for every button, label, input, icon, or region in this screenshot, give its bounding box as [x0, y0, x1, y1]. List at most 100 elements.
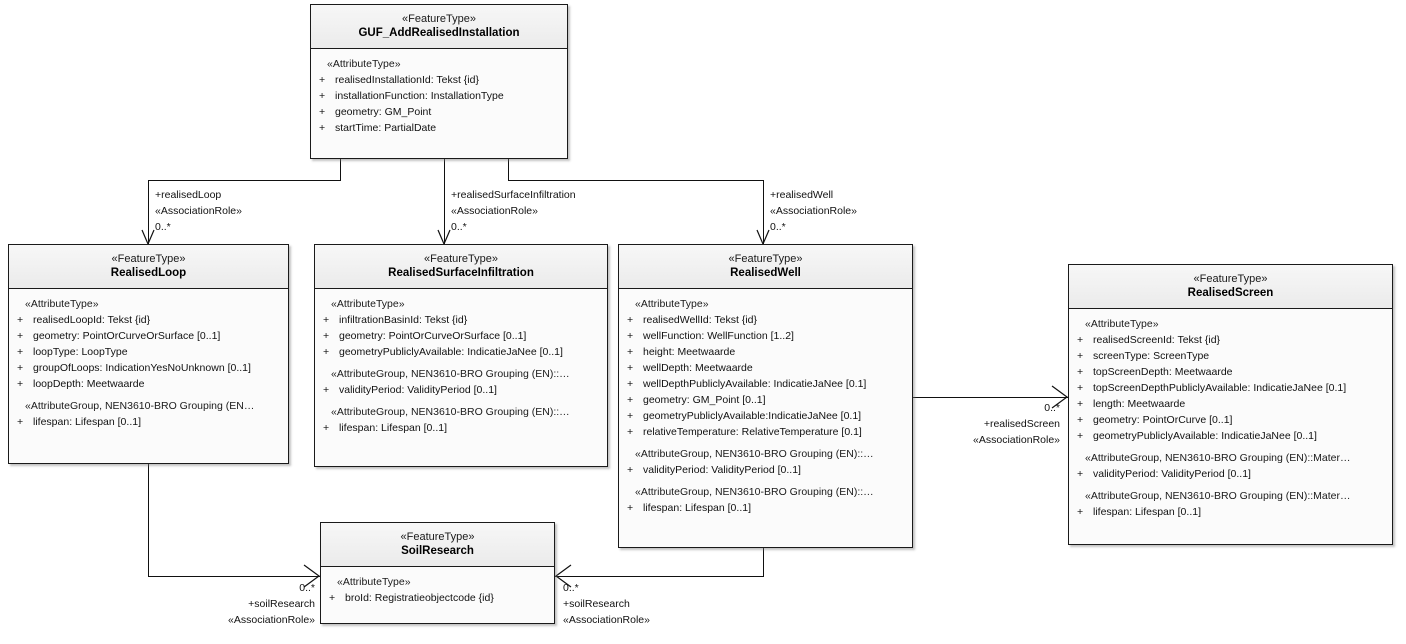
attribute-text: realisedLoopId: Tekst {id} [33, 314, 151, 326]
attribute-row: + length: Meetwaarde [1073, 396, 1388, 412]
visibility-marker: + [1077, 334, 1084, 346]
association-multiplicity-realised-surface-infiltration: 0..* [451, 221, 467, 233]
association-multiplicity-soil-research-well: 0..* [563, 582, 579, 594]
attribute-row: + validityPeriod: ValidityPeriod [0..1] [319, 382, 603, 398]
connector-well-soil-horizontal [555, 576, 764, 577]
attribute-row: + topScreenDepthPubliclyAvailable: Indic… [1073, 380, 1388, 396]
attribute-row: + geometryPubliclyAvailable:IndicatieJaN… [623, 408, 908, 424]
attribute-text: relativeTemperature: RelativeTemperature… [643, 426, 862, 438]
connector-guf-loop-horizontal [148, 180, 341, 181]
association-role-realised-screen: +realisedScreen [983, 418, 1060, 430]
attribute-row: + geometry: PointOrCurveOrSurface [0..1] [319, 328, 603, 344]
attribute-row: + lifespan: Lifespan [0..1] [623, 500, 908, 516]
connector-guf-well-horizontal [508, 180, 764, 181]
class-name-realised-surface-infiltration: RealisedSurfaceInfiltration [388, 267, 534, 279]
class-header-guf: «FeatureType» GUF_AddRealisedInstallatio… [311, 5, 567, 49]
visibility-marker: + [319, 106, 326, 118]
connector-well-screen-horizontal [913, 397, 1068, 398]
attribute-row: + wellDepthPubliclyAvailable: IndicatieJ… [623, 376, 908, 392]
attribute-text: wellDepthPubliclyAvailable: IndicatieJaN… [643, 378, 867, 390]
association-label-realised-well: +realisedWell «AssociationRole» 0..* [770, 187, 857, 235]
compartment-label: «AttributeType» [337, 576, 411, 588]
compartment-label: «AttributeGroup, NEN3610-BRO Grouping (E… [331, 406, 570, 418]
connector-loop-soil-horizontal [148, 576, 320, 577]
attribute-text: broId: Registratieobjectcode {id} [345, 592, 494, 604]
attribute-text: loopDepth: Meetwaarde [33, 378, 145, 390]
class-box-soil-research[interactable]: «FeatureType» SoilResearch «AttributeTyp… [320, 522, 555, 624]
class-body-realised-screen: «AttributeType» + realisedScreenId: Teks… [1069, 309, 1392, 528]
compartment-label: «AttributeType» [635, 298, 709, 310]
visibility-marker: + [627, 362, 634, 374]
visibility-marker: + [1077, 468, 1084, 480]
class-body-realised-surface-infiltration: «AttributeType» + infiltrationBasinId: T… [315, 289, 607, 444]
attribute-text: startTime: PartialDate [335, 122, 437, 134]
attribute-text: geometry: PointOrCurveOrSurface [0..1] [339, 330, 527, 342]
attribute-text: wellFunction: WellFunction [1..2] [643, 330, 794, 342]
visibility-marker: + [627, 426, 634, 438]
attribute-text: lifespan: Lifespan [0..1] [643, 502, 751, 514]
visibility-marker: + [627, 410, 634, 422]
attribute-text: wellDepth: Meetwaarde [643, 362, 753, 374]
compartment-label: «AttributeGroup, NEN3610-BRO Grouping (E… [635, 448, 874, 460]
association-stereotype-soil-research-loop: «AssociationRole» [228, 614, 315, 626]
class-header-realised-well: «FeatureType» RealisedWell [619, 245, 912, 289]
connector-guf-loop-stub [340, 158, 341, 180]
attribute-row: + realisedScreenId: Tekst {id} [1073, 332, 1388, 348]
attribute-row: + wellFunction: WellFunction [1..2] [623, 328, 908, 344]
attribute-text: installationFunction: InstallationType [335, 90, 504, 102]
association-stereotype-realised-screen: «AssociationRole» [973, 434, 1060, 446]
attribute-text: validityPeriod: ValidityPeriod [0..1] [643, 464, 801, 476]
connector-well-soil-vertical [763, 548, 764, 576]
attribute-text: topScreenDepthPubliclyAvailable: Indicat… [1093, 382, 1347, 394]
class-box-realised-loop[interactable]: «FeatureType» RealisedLoop «AttributeTyp… [8, 244, 289, 464]
attribute-text: validityPeriod: ValidityPeriod [0..1] [1093, 468, 1251, 480]
attribute-row: + installationFunction: InstallationType [315, 88, 563, 104]
class-header-realised-loop: «FeatureType» RealisedLoop [9, 245, 288, 289]
association-label-soil-research-well: 0..* +soilResearch «AssociationRole» [563, 580, 650, 628]
class-box-realised-well[interactable]: «FeatureType» RealisedWell «AttributeTyp… [618, 244, 913, 548]
attribute-row: + screenType: ScreenType [1073, 348, 1388, 364]
attribute-text: groupOfLoops: IndicationYesNoUnknown [0.… [33, 362, 251, 374]
visibility-marker: + [627, 330, 634, 342]
association-multiplicity-soil-research-loop: 0..* [299, 582, 315, 594]
visibility-marker: + [1077, 414, 1084, 426]
class-box-realised-surface-infiltration[interactable]: «FeatureType» RealisedSurfaceInfiltratio… [314, 244, 608, 467]
class-header-realised-screen: «FeatureType» RealisedScreen [1069, 265, 1392, 309]
attribute-text: geometryPubliclyAvailable: IndicatieJaNe… [339, 346, 563, 358]
compartment-label: «AttributeGroup, NEN3610-BRO Grouping (E… [1085, 452, 1351, 464]
class-body-realised-loop: «AttributeType» + realisedLoopId: Tekst … [9, 289, 288, 438]
attribute-text: geometryPubliclyAvailable: IndicatieJaNe… [1093, 430, 1317, 442]
visibility-marker: + [17, 378, 24, 390]
class-name-guf: GUF_AddRealisedInstallation [358, 27, 520, 39]
attribute-row: + realisedLoopId: Tekst {id} [13, 312, 284, 328]
association-stereotype-realised-surface-infiltration: «AssociationRole» [451, 205, 538, 217]
class-body-soil-research: «AttributeType» + broId: Registratieobje… [321, 567, 554, 614]
attribute-row: + startTime: PartialDate [315, 120, 563, 136]
attribute-row: + groupOfLoops: IndicationYesNoUnknown [… [13, 360, 284, 376]
visibility-marker: + [17, 416, 24, 428]
attribute-text: screenType: ScreenType [1093, 350, 1210, 362]
visibility-marker: + [323, 422, 330, 434]
attribute-text: geometryPubliclyAvailable:IndicatieJaNee… [643, 410, 862, 422]
attribute-row: + infiltrationBasinId: Tekst {id} [319, 312, 603, 328]
attribute-row: + broId: Registratieobjectcode {id} [325, 590, 550, 606]
association-stereotype-realised-loop: «AssociationRole» [155, 205, 242, 217]
visibility-marker: + [319, 90, 326, 102]
class-name-realised-well: RealisedWell [730, 267, 801, 279]
attribute-text: validityPeriod: ValidityPeriod [0..1] [339, 384, 497, 396]
attribute-text: geometry: PointOrCurve [0..1] [1093, 414, 1233, 426]
association-label-realised-loop: +realisedLoop «AssociationRole» 0..* [155, 187, 242, 235]
class-box-guf-add-realised-installation[interactable]: «FeatureType» GUF_AddRealisedInstallatio… [310, 4, 568, 159]
class-header-soil-research: «FeatureType» SoilResearch [321, 523, 554, 567]
visibility-marker: + [1077, 350, 1084, 362]
attribute-text: geometry: GM_Point [335, 106, 432, 118]
class-stereotype-realised-well: «FeatureType» [728, 253, 803, 265]
visibility-marker: + [627, 464, 634, 476]
visibility-marker: + [1077, 430, 1084, 442]
visibility-marker: + [17, 346, 24, 358]
class-box-realised-screen[interactable]: «FeatureType» RealisedScreen «AttributeT… [1068, 264, 1393, 545]
attribute-row: + realisedInstallationId: Tekst {id} [315, 72, 563, 88]
attribute-row: + relativeTemperature: RelativeTemperatu… [623, 424, 908, 440]
attribute-text: lifespan: Lifespan [0..1] [33, 416, 141, 428]
